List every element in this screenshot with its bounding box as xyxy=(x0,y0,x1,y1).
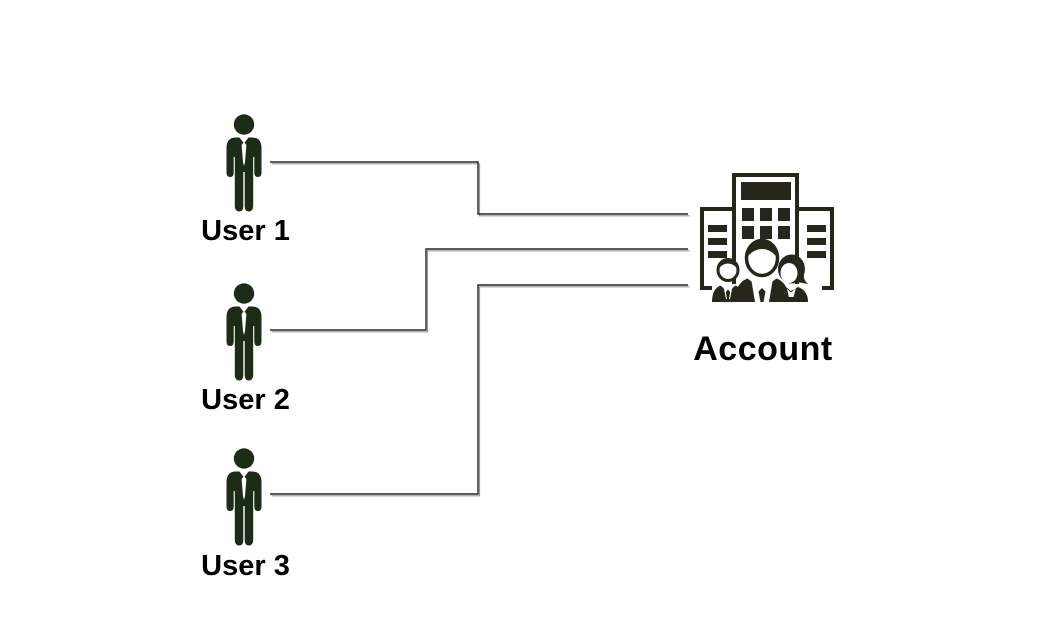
businessman-icon xyxy=(226,448,262,546)
connector-shadows xyxy=(271,163,690,497)
shirt-tie-detail xyxy=(239,137,249,166)
shirt-tie-detail xyxy=(239,306,249,335)
node-user-3 xyxy=(222,446,266,546)
shirt-tie-detail xyxy=(239,471,249,500)
connector-user2-account xyxy=(270,248,688,331)
connector-user3-account xyxy=(270,284,688,495)
connectors xyxy=(270,161,688,495)
node-user-1 xyxy=(222,112,266,212)
node-user-2 xyxy=(222,281,266,381)
user-2-label: User 2 xyxy=(201,384,290,416)
person-center xyxy=(735,238,789,302)
user-1-label: User 1 xyxy=(201,215,290,247)
businessman-icon xyxy=(226,283,262,381)
team-people xyxy=(712,238,808,302)
person-left xyxy=(712,258,744,302)
connector-user1-account xyxy=(270,161,688,215)
office-building-team-icon xyxy=(700,173,834,302)
account-label: Account xyxy=(693,330,833,368)
user-3-label: User 3 xyxy=(201,550,290,582)
node-account xyxy=(698,172,836,302)
side-buildings xyxy=(700,207,834,290)
businessman-icon xyxy=(226,114,262,212)
